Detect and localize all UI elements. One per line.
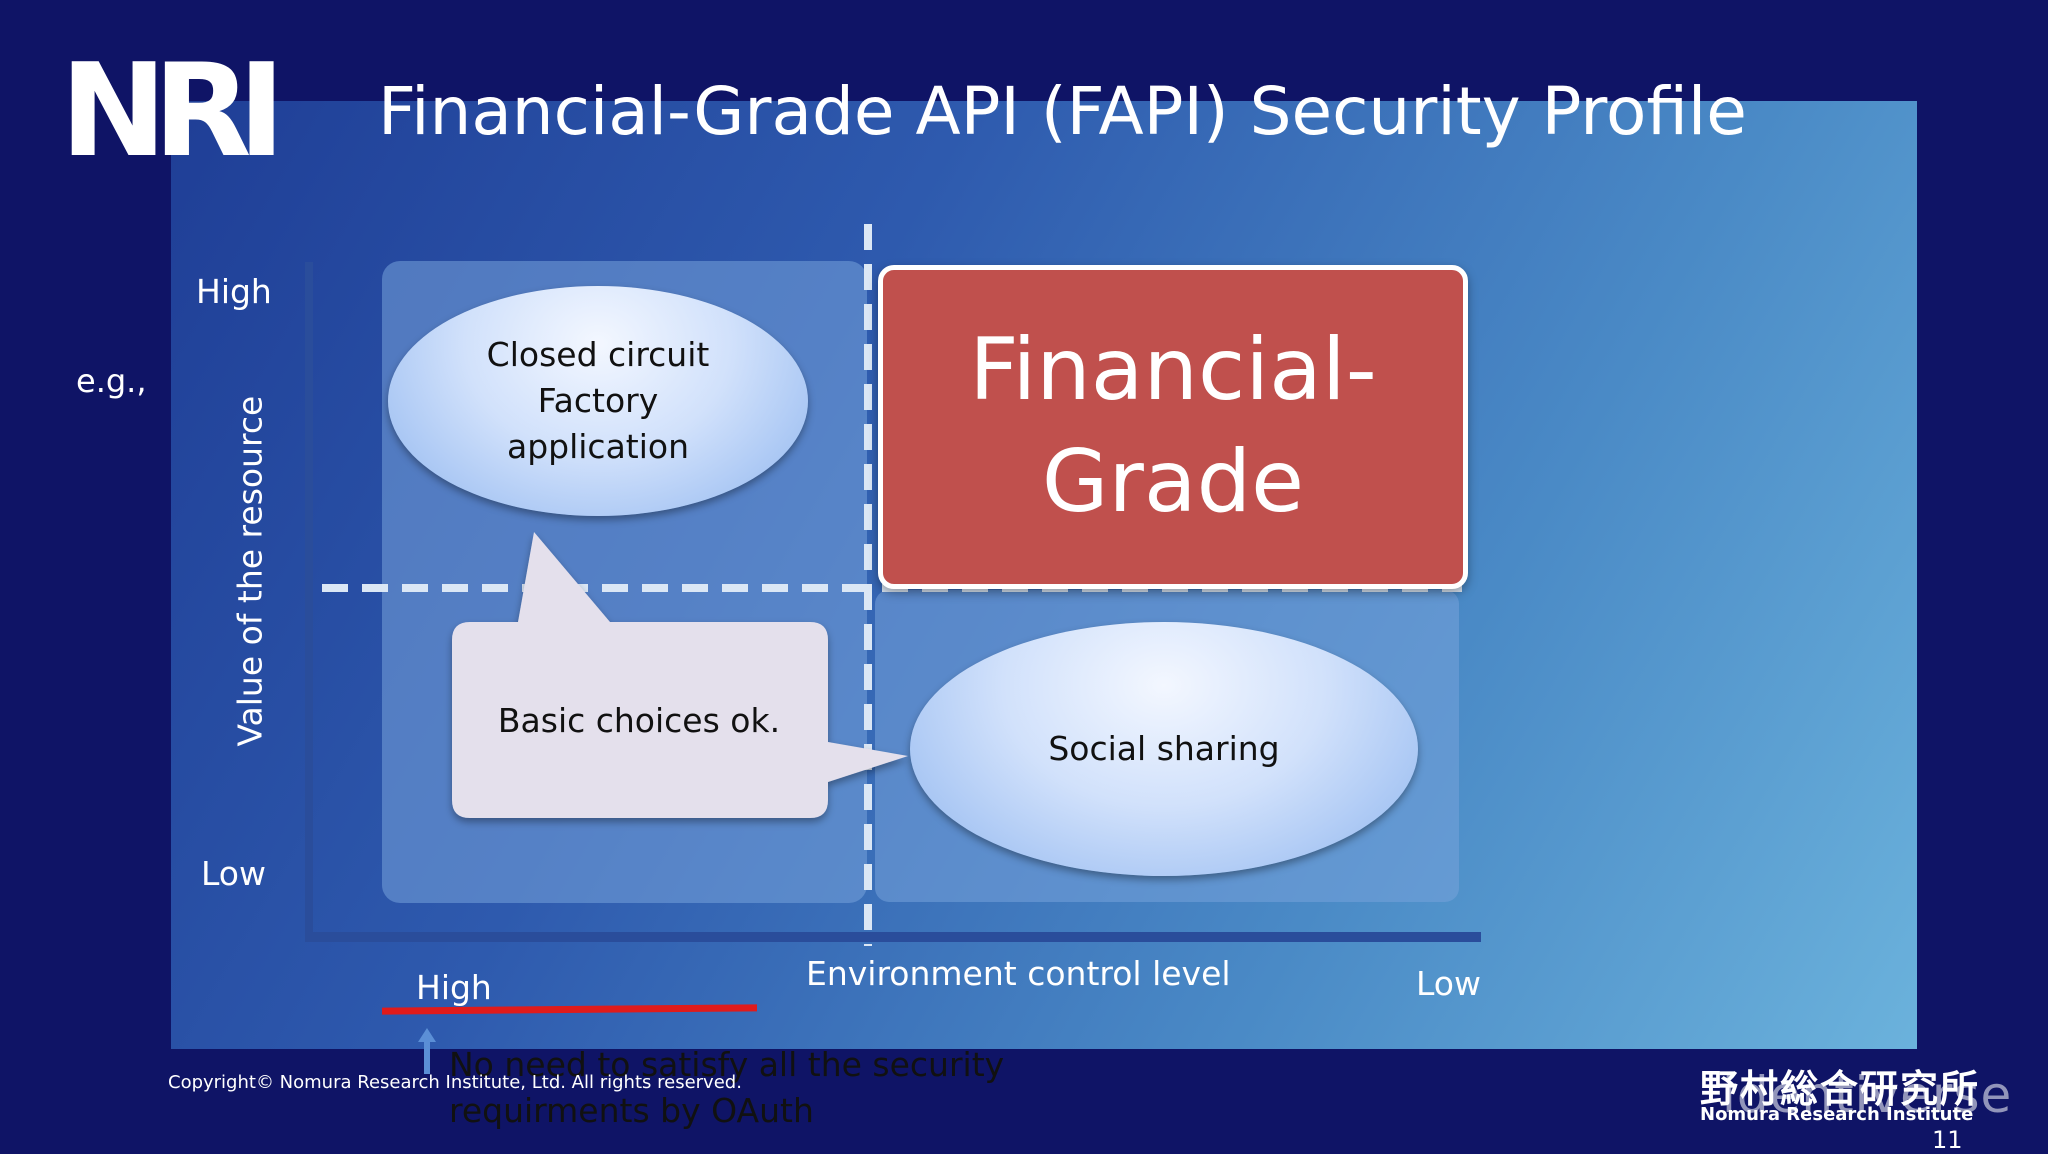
annotation-note-line2: requirments by OAuth (449, 1091, 814, 1130)
basic-choices-label: Basic choices ok. (497, 700, 781, 740)
closed-circuit-line2: Factory (537, 381, 659, 420)
closed-circuit-line3: application (506, 427, 690, 466)
nri-logo: NRI (60, 37, 285, 186)
financial-grade-box: Financial- Grade (878, 265, 1468, 589)
financial-grade-text: Financial- Grade (969, 315, 1377, 539)
arrow-up-icon (418, 1028, 436, 1074)
x-axis-title: Environment control level (806, 954, 1231, 993)
copyright-text: Copyright© Nomura Research Institute, Lt… (168, 1072, 742, 1093)
social-sharing-ellipse: Social sharing (910, 622, 1418, 876)
financial-grade-line1: Financial- (969, 320, 1377, 421)
slide-title: Financial-Grade API (FAPI) Security Prof… (378, 73, 1747, 150)
identiverse-watermark: identiverse (1722, 1066, 2013, 1124)
financial-grade-line2: Grade (1041, 432, 1305, 532)
page-number: 11 (1932, 1126, 1963, 1154)
y-axis-high-label: High (196, 272, 272, 311)
x-axis-line (305, 932, 1481, 942)
x-axis-low-label: Low (1416, 964, 1481, 1003)
closed-circuit-ellipse: Closed circuit Factory application (388, 286, 808, 516)
closed-circuit-line1: Closed circuit (486, 335, 710, 374)
annotation-note: No need to satisfy all the security requ… (449, 1042, 1009, 1134)
y-axis-low-label: Low (201, 854, 266, 893)
social-sharing-label: Social sharing (1048, 729, 1280, 768)
company-name-english: Nomura Research Institute (1700, 1104, 1974, 1125)
x-axis-high-label: High (416, 968, 492, 1007)
y-axis-line (305, 262, 313, 938)
annotation-note-line1: No need to satisfy all the security (449, 1045, 1005, 1084)
company-name-japanese: 野村総合研究所 (1700, 1067, 1981, 1111)
eg-label: e.g., (76, 362, 147, 400)
y-axis-title: Value of the resource (230, 395, 270, 747)
